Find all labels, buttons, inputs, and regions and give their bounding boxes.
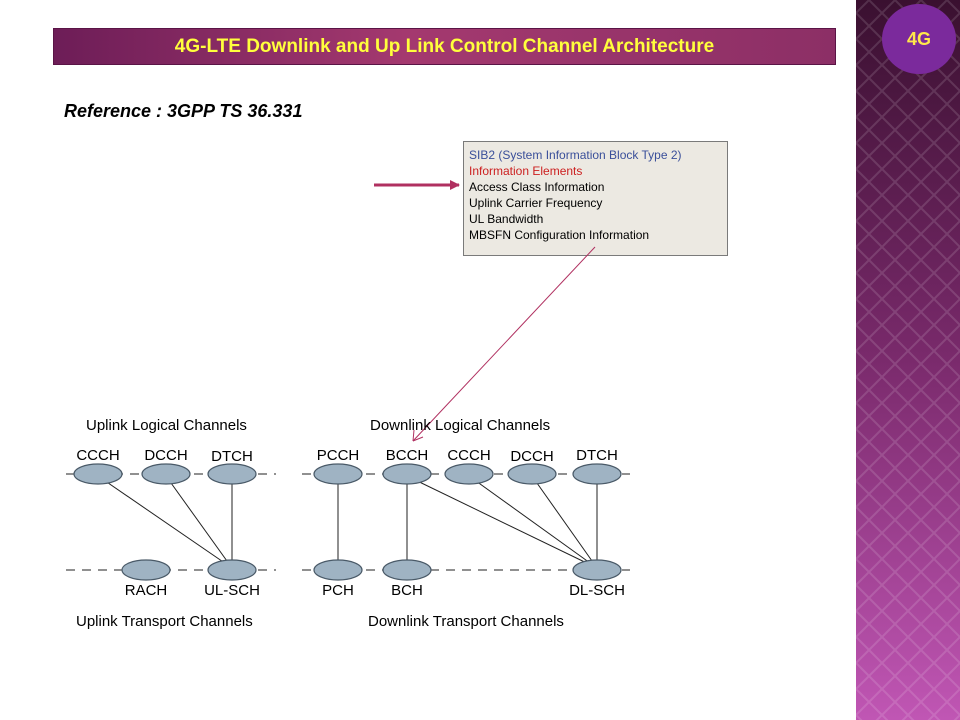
info-line-access-class: Access Class Information [469, 180, 605, 194]
connector-arrow [412, 246, 596, 442]
downlink-logical-title: Downlink Logical Channels [370, 417, 550, 434]
uplink-transport-title: Uplink Transport Channels [76, 613, 253, 630]
page-title: 4G-LTE Downlink and Up Link Control Chan… [174, 35, 715, 57]
info-line-information-elements: Information Elements [469, 164, 583, 178]
title-bar: 4G-LTE Downlink and Up Link Control Chan… [53, 28, 836, 65]
decorative-sidebar [856, 0, 960, 720]
channel-dl-sch [572, 559, 622, 581]
label-dl-dcch: DCCH [510, 448, 553, 465]
label-dl-ccch: CCCH [447, 447, 490, 464]
downlink-transport-title: Downlink Transport Channels [368, 613, 564, 630]
label-rach: RACH [125, 582, 168, 599]
channel-pcch [313, 463, 363, 485]
label-ul-dtch: DTCH [211, 448, 253, 465]
channel-ul-sch [207, 559, 257, 581]
info-line-uplink-carrier: Uplink Carrier Frequency [469, 196, 603, 210]
label-ul-ccch: CCCH [76, 447, 119, 464]
info-line-ul-bandwidth: UL Bandwidth [469, 212, 544, 226]
info-line-sib2: SIB2 (System Information Block Type 2) [469, 148, 682, 162]
label-bch: BCH [391, 582, 423, 599]
sib2-info-box: SIB2 (System Information Block Type 2) I… [463, 141, 728, 256]
channel-dl-dtch [572, 463, 622, 485]
label-dl-dtch: DTCH [576, 447, 618, 464]
label-ul-dcch: DCCH [144, 447, 187, 464]
channel-rach [121, 559, 171, 581]
channel-bcch [382, 463, 432, 485]
channel-ul-ccch [73, 463, 123, 485]
uplink-logical-title: Uplink Logical Channels [86, 417, 247, 434]
channel-dl-ccch [444, 463, 494, 485]
channel-pch [313, 559, 363, 581]
info-line-mbsfn: MBSFN Configuration Information [469, 228, 650, 242]
map-ul-dcch [165, 475, 233, 569]
label-bcch: BCCH [386, 447, 429, 464]
channel-ul-dtch [207, 463, 257, 485]
channel-bch [382, 559, 432, 581]
label-ul-sch: UL-SCH [204, 582, 260, 599]
map-dl-ccch [468, 475, 598, 569]
map-dl-dcch [531, 475, 598, 569]
label-dl-sch: DL-SCH [569, 582, 625, 599]
reference-text: Reference : 3GPP TS 36.331 [64, 101, 303, 121]
slide-badge: 4G [882, 4, 956, 74]
channel-dl-dcch [507, 463, 557, 485]
map-dl-bcch-dlsch [406, 475, 598, 569]
channel-architecture-diagram: Uplink Logical Channels Downlink Logical… [66, 180, 630, 630]
map-ul-ccch [97, 475, 233, 569]
label-pcch: PCCH [317, 447, 360, 464]
channel-ul-dcch [141, 463, 191, 485]
label-pch: PCH [322, 582, 354, 599]
